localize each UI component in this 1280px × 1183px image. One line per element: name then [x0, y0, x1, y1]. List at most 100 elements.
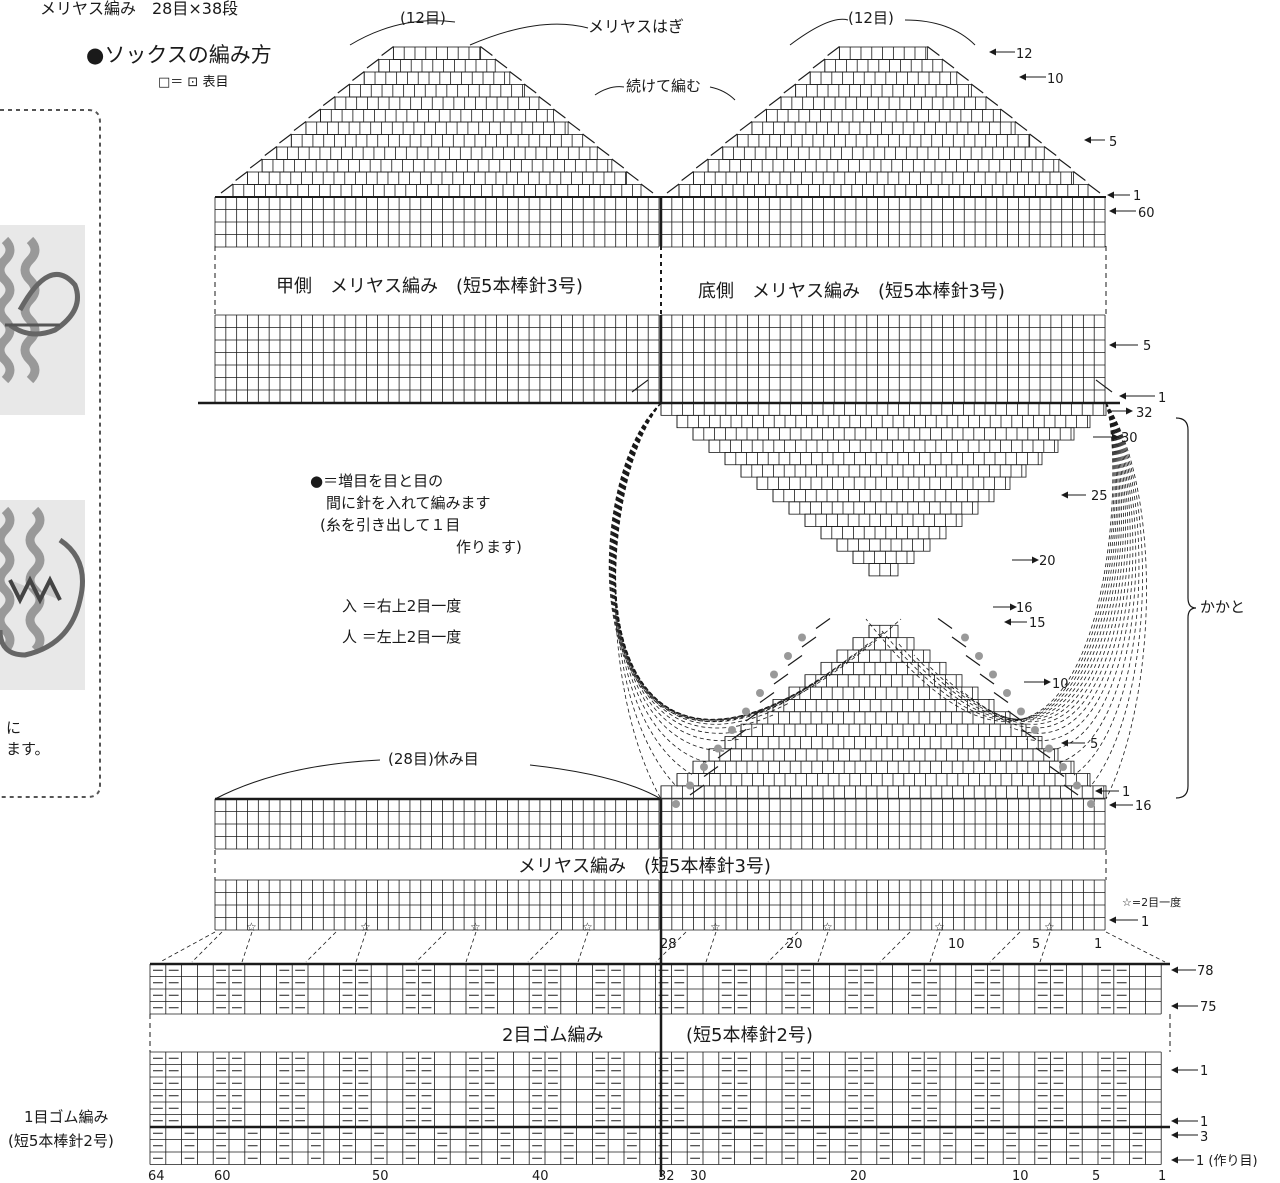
rib-grid-bottom — [149, 1051, 1162, 1165]
heel-bracket-label: かかと — [1200, 598, 1245, 616]
leg-grid-bottom-right — [660, 879, 1106, 931]
graft-label: メリヤスはぎ — [588, 17, 684, 36]
rib-row-75: 75 — [1200, 1000, 1217, 1015]
toe-row-10: 10 — [1047, 72, 1064, 87]
decrease-star-1: ☆ — [360, 920, 371, 934]
heel-decrease-marks — [689, 618, 1079, 796]
rib-stitch-64: 64 — [148, 1169, 165, 1183]
decrease-connector-a-1 — [305, 931, 337, 963]
toe-grid-left — [232, 46, 642, 198]
foot-grid-bottom-right — [660, 314, 1106, 403]
decrease-connector-a-0 — [191, 931, 223, 963]
rib-stitch-50: 50 — [372, 1169, 389, 1183]
heel-curve-left-3 — [615, 402, 710, 764]
heel-curve-right-3 — [1057, 402, 1137, 764]
grafting-illustration-bottom — [0, 500, 85, 690]
leg-label: メリヤス編み (短5本棒針3号) — [518, 856, 771, 877]
heel-curve-right-2 — [1073, 402, 1140, 776]
ribbing-needle-label: (短5本棒針2号) — [686, 1025, 813, 1046]
heel-bracket — [1175, 417, 1197, 799]
continue-pointer-2 — [709, 86, 736, 101]
heel-row-32: 32 — [1136, 406, 1153, 421]
rib-stitch-10: 10 — [1012, 1169, 1029, 1183]
heel-curve-left-12 — [610, 402, 854, 720]
decrease-connector-a-3 — [527, 931, 559, 963]
heel-curve-left-4 — [614, 402, 726, 752]
k2tog-note: 人 ＝左上2目一度 — [342, 628, 461, 646]
leg-grid-bottom-left — [214, 879, 660, 931]
ribbing-label: 2目ゴム編み — [502, 1025, 603, 1046]
chart-grids — [149, 46, 1162, 1165]
star-note: ☆=2目一度 — [1122, 895, 1181, 909]
graft-curve-right — [469, 23, 589, 46]
decrease-connector-a-5 — [767, 931, 799, 963]
symbol-legend: □＝ ⊡ 表目 — [158, 75, 228, 90]
rib-stitch-32: 32 — [658, 1169, 675, 1183]
toe-decrease-marks — [220, 46, 1113, 393]
foot-grid-bottom-left — [214, 314, 660, 403]
increase-note-3: (糸を引き出して１目 — [320, 516, 460, 534]
toe-row-5: 5 — [1109, 135, 1117, 150]
foot-grid-top-left — [214, 196, 660, 248]
cast-on-row: 1 (作り目) — [1196, 1154, 1258, 1169]
increase-note-4: 作ります) — [456, 538, 522, 556]
increase-note-2: 間に針を入れて編みます — [326, 494, 491, 512]
rib-stitch-20: 20 — [850, 1169, 867, 1183]
leg-stitch-5: 5 — [1032, 937, 1040, 952]
decrease-connector-right-edge — [1105, 931, 1166, 963]
increase-note-1: ●＝増目を目と目の — [310, 472, 443, 490]
heel-row-10: 10 — [1052, 677, 1069, 692]
leg-stitch-20: 20 — [786, 937, 803, 952]
rib-stitch-40: 40 — [532, 1169, 549, 1183]
decrease-star-3: ☆ — [582, 920, 593, 934]
heel-curve-right-15 — [865, 402, 1114, 722]
rib-row-78: 78 — [1197, 964, 1214, 979]
decrease-connector-b-1 — [355, 931, 367, 963]
rib-stitch-60: 60 — [214, 1169, 231, 1183]
leg-stitch-1: 1 — [1094, 937, 1102, 952]
rib-grid-top — [149, 963, 1162, 1015]
decrease-star-4: ☆ — [710, 920, 721, 934]
decrease-connector-a-6 — [879, 931, 911, 963]
decrease-connector-a-4 — [655, 931, 687, 963]
graft-curve-3 — [789, 18, 849, 46]
single-rib-needle: (短5本棒針2号) — [8, 1132, 114, 1150]
chart-lines — [149, 18, 1198, 1177]
heel-curve-right-5 — [1025, 402, 1131, 742]
single-rib-row-1: 1 — [1200, 1115, 1208, 1130]
gauge-label: メリヤス編み 28目×38段 — [40, 0, 238, 18]
rib-stitch-30: 30 — [690, 1169, 707, 1183]
heel-curve-left-13 — [610, 402, 870, 720]
sole-label: 底側 メリヤス編み (短5本棒針3号) — [698, 281, 1005, 302]
heel-curve-left-14 — [609, 402, 886, 721]
decrease-connector-a-2 — [415, 931, 447, 963]
heel-curve-right-4 — [1041, 402, 1134, 752]
heel-curve-left-15 — [608, 402, 902, 722]
heel-increase-dots — [672, 633, 1095, 808]
heel-curve-right-1 — [1089, 402, 1143, 788]
side-panel: に ます。 — [0, 109, 101, 798]
held-arc-left — [214, 759, 381, 800]
decrease-star-5: ☆ — [822, 920, 833, 934]
side-panel-text-2: ます。 — [6, 740, 50, 758]
grafting-illustration-top — [0, 225, 85, 415]
heel-curve-left-1 — [615, 402, 678, 788]
toe-row-1: 1 — [1133, 189, 1141, 204]
heel-row-30: 30 — [1121, 431, 1138, 446]
decrease-connector-b-2 — [465, 931, 477, 963]
leg-stitch-28: 28 — [660, 937, 677, 952]
heel-curve-left-9 — [612, 402, 806, 723]
heel-grid — [660, 402, 1107, 799]
toe-grid-right — [678, 46, 1089, 198]
single-rib-label: 1目ゴム編み — [24, 1108, 109, 1126]
heel-row-20: 20 — [1039, 554, 1056, 569]
foot-row-1: 1 — [1158, 391, 1166, 406]
decrease-connector-b-5 — [817, 931, 829, 963]
chart-symbols: ☆☆☆☆☆☆☆☆ — [153, 46, 1143, 1159]
rib-purl-marks — [153, 969, 1143, 1159]
toe-row-12: 12 — [1016, 47, 1033, 62]
decrease-connector-a-7 — [989, 931, 1021, 963]
rib-row-1: 1 — [1200, 1064, 1208, 1079]
side-panel-text-1: に — [6, 719, 21, 737]
